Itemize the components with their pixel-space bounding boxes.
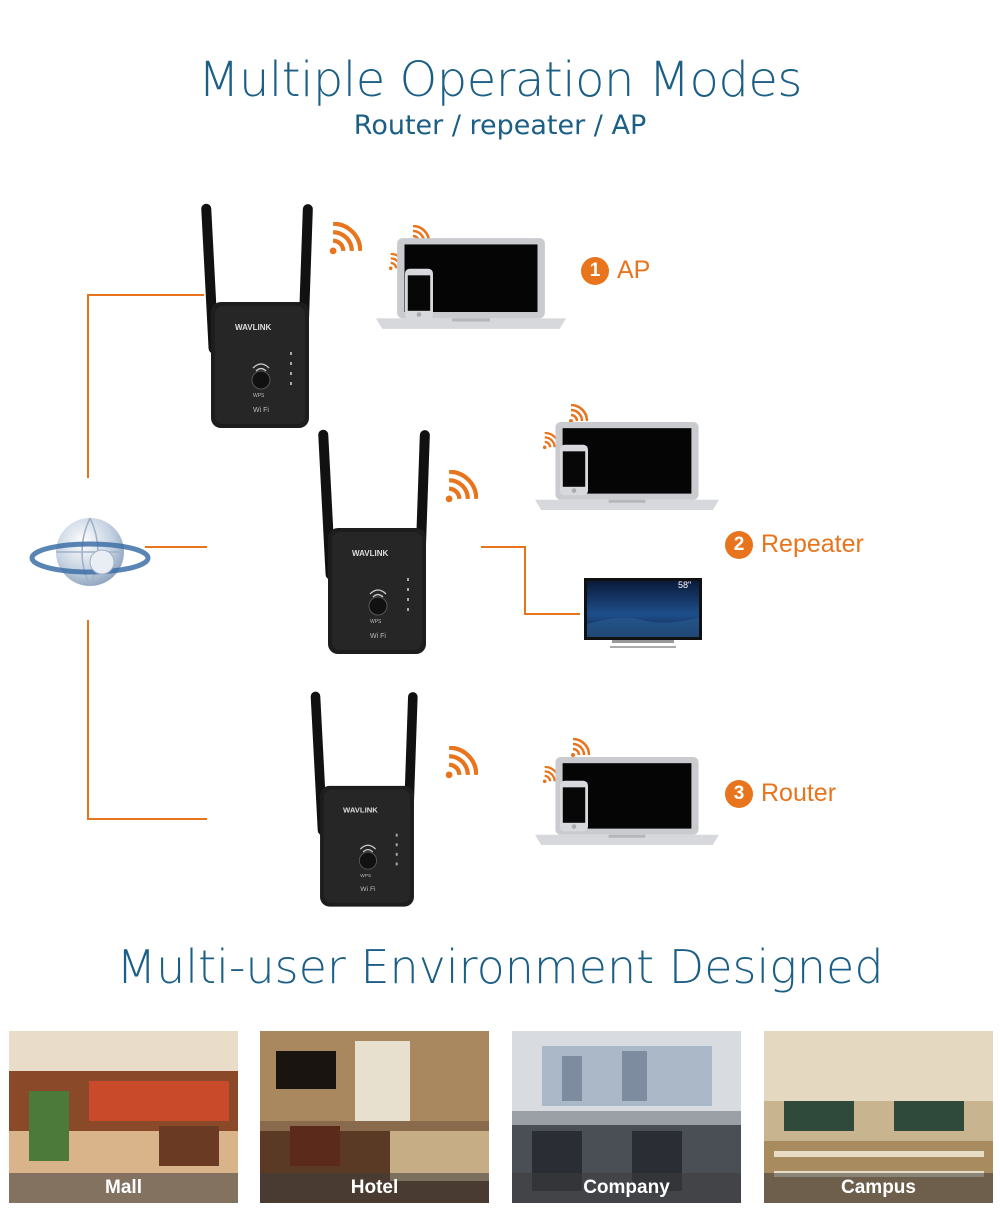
router-device-repeater	[312, 428, 442, 668]
mode-label-repeater: 2 Repeater	[725, 530, 864, 559]
environment-label: Hotel	[260, 1173, 489, 1203]
globe-icon	[29, 517, 151, 587]
router-device-router	[302, 690, 432, 920]
mode-number-badge: 1	[581, 256, 609, 285]
environment-photo-hotel: Hotel	[260, 1031, 489, 1203]
tv-size-label: 58"	[678, 580, 692, 590]
environment-photo-campus: Campus	[764, 1031, 993, 1203]
mode-name: Repeater	[761, 530, 864, 558]
tv-icon	[584, 578, 702, 648]
environment-label: Campus	[764, 1173, 993, 1203]
environment-photo-mall: Mall	[9, 1031, 238, 1203]
phone-icon	[560, 444, 588, 496]
environment-label: Mall	[9, 1173, 238, 1203]
page-subtitle: Router / repeater / AP	[353, 110, 647, 141]
wifi-signal-icon	[328, 222, 362, 256]
phone-icon	[560, 780, 588, 832]
environment-photo-company: Company	[512, 1031, 741, 1203]
environment-label: Company	[512, 1173, 741, 1203]
mode-label-router: 3 Router	[725, 779, 836, 808]
mode-number-badge: 3	[725, 779, 753, 808]
wifi-signal-icon	[444, 746, 478, 780]
mode-name: AP	[617, 256, 651, 284]
wifi-signal-icon	[444, 470, 478, 504]
router-device-ap	[195, 202, 325, 442]
section-title: Multi-user Environment Designed	[116, 940, 884, 994]
phone-icon	[405, 268, 433, 320]
mode-name: Router	[761, 779, 837, 807]
page-title: Multiple Operation Modes	[198, 52, 802, 108]
mode-label-ap: 1 AP	[581, 256, 650, 285]
mode-number-badge: 2	[725, 530, 753, 559]
